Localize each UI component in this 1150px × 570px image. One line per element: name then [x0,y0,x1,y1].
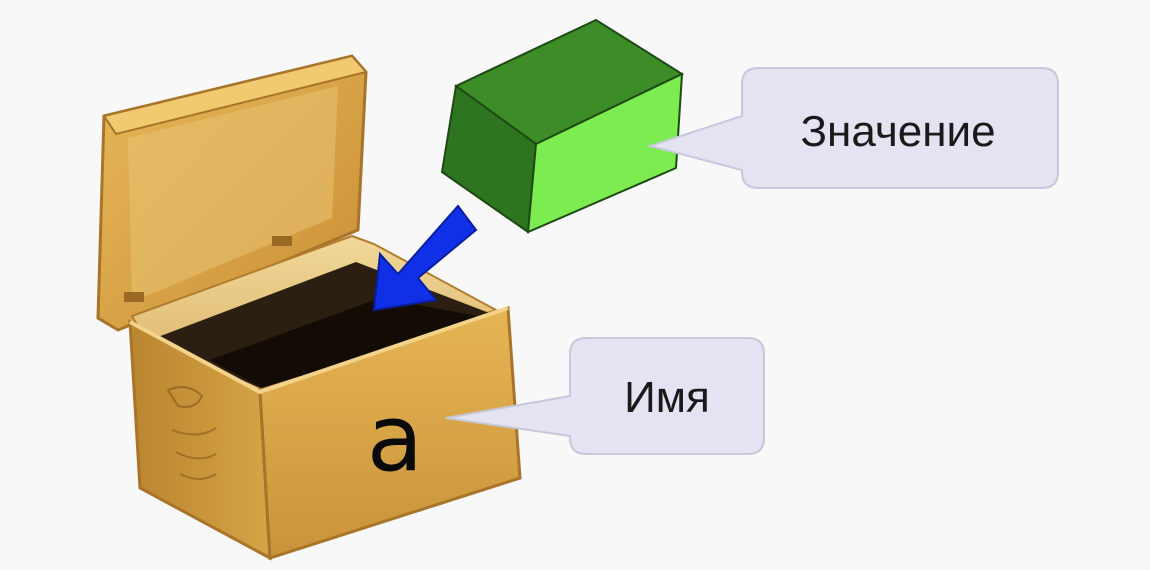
value-callout: Значение [646,67,1059,189]
name-label: Имя [624,373,710,422]
wooden-box-icon [96,54,522,561]
arrow-icon [372,204,478,312]
variable-name-letter: a [367,385,423,492]
value-label: Значение [800,107,995,156]
green-block-icon [440,18,685,234]
name-callout: Имя [445,337,765,455]
